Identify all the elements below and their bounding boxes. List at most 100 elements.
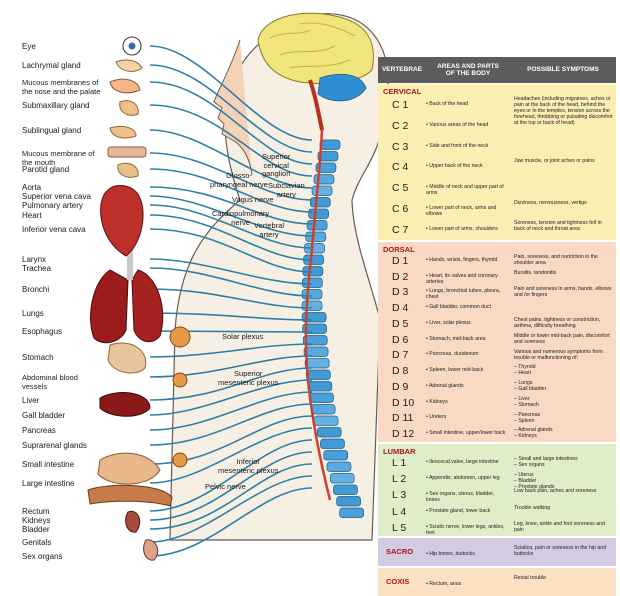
bladder-organ	[143, 539, 159, 561]
vertebra	[309, 392, 334, 403]
nerve-path	[149, 403, 313, 446]
symptoms: – Adrenal glands – Kidneys	[514, 427, 553, 440]
organ-label: Gall bladder	[22, 411, 66, 420]
organ-label: Rectum	[22, 507, 50, 516]
vertebra	[304, 358, 330, 369]
large-intestine-organ	[87, 484, 173, 507]
vertebra-code: D 3	[392, 286, 409, 299]
symptoms: Middle or lower mid-back pain, discomfor…	[514, 332, 610, 345]
symptoms: Jaw muscle, or joint aches or pains	[514, 158, 595, 165]
body-area: • Kidneys	[426, 398, 448, 405]
organ-label: Kidneys	[22, 516, 51, 525]
vertebra	[303, 346, 329, 357]
table-row: L 2• Appendix, abdomen, upper leg– Uteru…	[378, 471, 616, 490]
spinal-cord	[304, 129, 332, 501]
symptoms: Chest pains, tightness or constriction, …	[514, 317, 601, 329]
inferior-mesenteric-plexus-label: Inferior mesenteric plexus	[218, 457, 279, 475]
superior-mesenteric-plexus-label: Superior mesenteric plexus	[218, 369, 279, 387]
organ-label: Suprarenal glands	[22, 441, 87, 450]
symptoms: Pain and soreness in arms, hands, elbows…	[514, 285, 612, 298]
symptoms: Headaches (including migraines, aches or…	[514, 96, 613, 126]
nerve-path	[149, 267, 313, 297]
symptoms: Pain, soreness, and restriction in the s…	[514, 254, 598, 266]
organ-label: Lachrymal gland	[22, 61, 81, 70]
vertebra	[311, 185, 333, 196]
brain-stem	[308, 79, 324, 131]
nerve-path	[149, 367, 313, 401]
nerve-path	[149, 439, 313, 512]
body-area: • Heart, its valves and coronary arterie…	[426, 272, 498, 285]
header-areas: AREAS AND PARTS OF THE BODY	[437, 62, 499, 78]
vertebra-code: C 1	[392, 99, 409, 112]
vertebra-code: C 7	[392, 223, 409, 236]
body-area: • Prostate gland, lower back	[426, 507, 491, 514]
body-area: • Pancreas, duodenum	[426, 351, 479, 358]
table-row: D 12• Small intestine, upper/lower back–…	[378, 426, 616, 442]
table-row: D 8• Spleen, lower mid-back– Thyroid – H…	[378, 363, 616, 379]
symptoms: – Thyroid – Heart	[514, 364, 536, 377]
nerve-network	[149, 45, 313, 557]
vertebra	[306, 220, 328, 231]
nerve-path	[149, 355, 313, 378]
nerve-path	[149, 312, 313, 321]
nerve-path	[149, 64, 313, 153]
inferior-mesenteric-node	[172, 452, 188, 468]
symptoms: – Small and large intestines – Sex organ…	[514, 456, 578, 468]
intestine-organ	[97, 452, 161, 485]
organ-label: Large intestine	[22, 479, 75, 488]
organ-label: Trachea	[22, 264, 52, 273]
nerve-path	[149, 129, 313, 189]
vertebra	[301, 289, 323, 300]
vertebra-code: L 2	[392, 473, 407, 486]
vertebra-code: L 3	[392, 489, 407, 502]
vertebra-code: D 2	[392, 270, 409, 283]
kidney-organ	[125, 510, 141, 533]
glossopharyngeal-nerve-label: Glosso- pharyngeal nerve	[210, 171, 268, 189]
symptoms: – Pancreas – Spleen	[514, 411, 541, 424]
vertebra-code: D 9	[392, 380, 409, 393]
body-area: • Stomach, mid-back area	[426, 335, 486, 342]
body-area: • Middle of neck and upper part of arms	[426, 184, 504, 197]
vertebra	[339, 507, 364, 518]
nerve-path	[149, 45, 313, 141]
vertebra	[326, 461, 352, 472]
vertebra	[302, 335, 328, 346]
nerve-path	[149, 379, 313, 416]
table-row: D 2 • Heart, its valves and coronary arte…	[378, 269, 616, 285]
nerve-path	[149, 343, 313, 358]
vertebra-code: D 7	[392, 349, 409, 362]
brain-folds	[269, 22, 356, 69]
nerve-path	[149, 152, 313, 201]
mouth-membrane	[107, 146, 147, 158]
nerve-path	[149, 288, 313, 309]
header-symptoms: POSSIBLE SYMPTOMS	[527, 66, 599, 74]
symptoms: Trouble walking	[514, 504, 551, 511]
solar-plexus-node	[169, 326, 191, 348]
vertebra	[310, 404, 336, 415]
vertebra	[329, 473, 355, 484]
eye-iris	[128, 42, 136, 50]
vertebra-code: D 11	[392, 412, 414, 425]
liver-organ	[99, 392, 151, 417]
vertebra	[317, 151, 339, 162]
superior-mesenteric-node	[172, 372, 188, 388]
section-title: CERVICAL	[383, 87, 422, 96]
nerve-path	[149, 391, 313, 431]
vagus-nerve-label: Vagus nerve	[232, 195, 274, 204]
lachrymal-gland	[115, 59, 143, 72]
organ-label: Abdominal blood vessels	[22, 373, 78, 391]
symptoms: – Lungs – Gall bladder	[514, 380, 547, 392]
table-row: C 6• Lower part of neck, arms and elbows…	[378, 199, 616, 220]
nerve-path	[149, 204, 313, 249]
nerve-path	[149, 104, 313, 177]
symptoms: – Liver – Stomach	[514, 395, 539, 408]
section-title: LUMBAR	[383, 447, 416, 456]
